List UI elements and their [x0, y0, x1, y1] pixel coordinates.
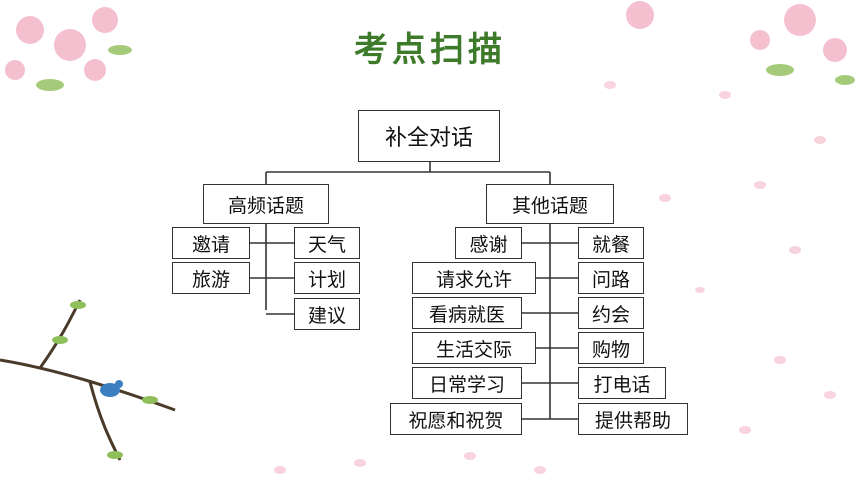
right-topic-node: 就餐: [578, 227, 644, 259]
left-topic-node: 旅游: [172, 262, 250, 294]
right-topic-node: 约会: [578, 297, 644, 329]
left-topic-node: 邀请: [172, 227, 250, 259]
right-topic-node: 祝愿和祝贺: [390, 403, 522, 435]
right-topic-node: 感谢: [455, 227, 522, 259]
right-topic-node: 打电话: [578, 367, 666, 399]
right-category-node: 其他话题: [486, 184, 614, 224]
right-topic-node: 生活交际: [412, 332, 536, 364]
left-topic-node: 建议: [294, 298, 360, 330]
left-category-node: 高频话题: [203, 184, 329, 224]
right-topic-node: 看病就医: [412, 297, 522, 329]
right-topic-node: 日常学习: [412, 367, 522, 399]
right-topic-node: 购物: [578, 332, 644, 364]
right-topic-node: 问路: [578, 262, 644, 294]
right-topic-node: 提供帮助: [578, 403, 688, 435]
left-topic-node: 计划: [294, 262, 360, 294]
left-topic-node: 天气: [294, 227, 360, 259]
root-node: 补全对话: [358, 110, 500, 162]
right-topic-node: 请求允许: [412, 262, 536, 294]
page-title: 考点扫描: [354, 30, 506, 70]
